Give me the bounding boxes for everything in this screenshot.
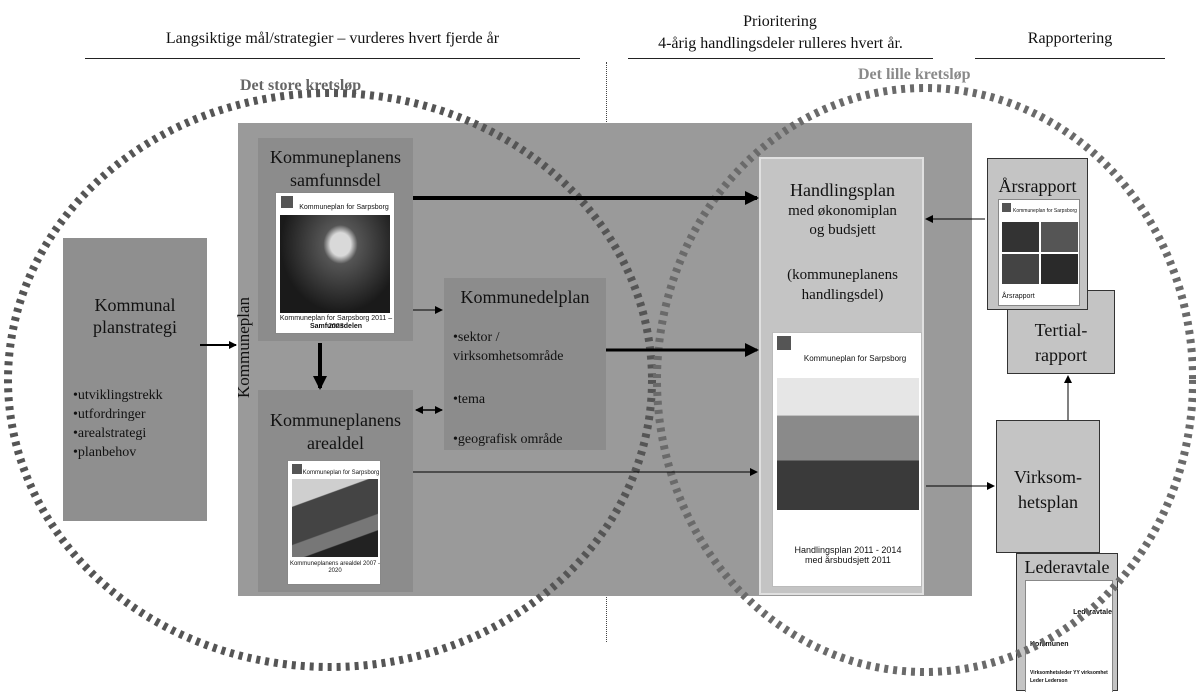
- bullet-item: •arealstrategi: [73, 426, 147, 441]
- handlingsplan-photo: [777, 378, 919, 510]
- tertialrapport-line2: rapport: [1035, 345, 1087, 365]
- handlingsplan-document: Kommuneplan for Sarpsborg Handlingsplan …: [772, 332, 922, 587]
- kommunedelplan-title: Kommunedelplan: [460, 287, 590, 307]
- header-priority-sub: 4-årig handlingsdeler rulleres hvert år.: [658, 35, 903, 52]
- virksomhetsplan-line1: Virksom-: [1014, 467, 1082, 487]
- kommunedelplan-box: Kommunedelplan •sektor / virksomhetsområ…: [444, 278, 606, 450]
- kommunedelplan-item-tema: •tema: [453, 392, 486, 407]
- bullet-item: •planbehov: [73, 445, 137, 460]
- kommunedelplan-item-geo: •geografisk område: [453, 432, 563, 447]
- handlingsplan-line2: med økonomiplan: [788, 203, 897, 219]
- header-reporting: Rapportering: [1027, 30, 1113, 47]
- arealdel-title-2: arealdel: [307, 433, 364, 453]
- handlingsplan-box: Handlingsplan med økonomiplan og budsjet…: [759, 157, 924, 595]
- samfunnsdel-doc-caption-2: Samfunnsdelen: [309, 323, 363, 330]
- samfunnsdel-document: Kommuneplan for Sarpsborg Kommuneplan fo…: [275, 192, 395, 334]
- handlingsplan-line4: (kommuneplanens: [787, 267, 898, 283]
- lederavtale-document: Lederavtale Kommunen Virksomhetsleder YY…: [1025, 580, 1113, 692]
- header-long-term: Langsiktige mål/strategier – vurderes hv…: [165, 30, 500, 47]
- arealdel-title-1: Kommuneplanens: [270, 410, 401, 430]
- samfunnsdel-box: Kommuneplanens samfunnsdel Kommuneplan f…: [258, 138, 413, 341]
- kommunedelplan-item-sector-line1: •sektor /: [453, 330, 500, 345]
- sarpsborg-logo-icon: [777, 336, 791, 350]
- virksomhetsplan-box: Virksom- hetsplan: [996, 420, 1100, 553]
- arealdel-doc-caption: Kommuneplanens arealdel 2007 - 2020: [289, 561, 381, 574]
- planstrategi-box: Kommunal planstrategi •utviklingstrekk •…: [63, 238, 207, 521]
- lederavtale-doc-line1: Lederavtale: [1073, 609, 1112, 616]
- header-reporting-underline: [975, 58, 1165, 59]
- header-priority: Prioritering: [743, 13, 817, 30]
- bullet-item: •utfordringer: [73, 407, 146, 422]
- sarpsborg-logo-icon: [281, 196, 293, 208]
- lederavtale-doc-line3: Virksomhetsleder YY virksomhet: [1030, 670, 1108, 676]
- handlingsplan-doc-caption-2: med årsbudsjett 2011: [805, 555, 891, 565]
- sarpsborg-logo-icon: [1002, 203, 1011, 212]
- lederavtale-box: Lederavtale Lederavtale Kommunen Virksom…: [1016, 553, 1118, 692]
- kommunedelplan-item-sector-line2: virksomhetsområde: [453, 349, 564, 364]
- arsrapport-photo-3: [1002, 254, 1039, 284]
- sarpsborg-logo-icon: [292, 464, 302, 474]
- tertialrapport-line1: Tertial-: [1034, 320, 1088, 340]
- arsrapport-doc-header: Kommuneplan for Sarpsborg: [1013, 208, 1077, 214]
- handlingsplan-line5: handlingsdel): [801, 287, 884, 303]
- planstrategi-title-1: Kommunal: [94, 295, 176, 315]
- handlingsplan-title: Handlingsplan: [790, 180, 895, 200]
- small-cycle-label: Det lille kretsløp: [858, 66, 971, 83]
- header-long-term-underline: [85, 58, 580, 59]
- arsrapport-box: Årsrapport Kommuneplan for Sarpsborg Års…: [987, 158, 1088, 310]
- arealdel-photo: [292, 479, 378, 557]
- arsrapport-photo-4: [1041, 254, 1078, 284]
- arsrapport-title: Årsrapport: [998, 176, 1077, 196]
- bullet-item: •utviklingstrekk: [73, 388, 163, 403]
- handlingsplan-doc-caption: Handlingsplan 2011 - 2014: [794, 545, 902, 555]
- header-priority-underline: [628, 58, 933, 59]
- samfunnsdel-photo: [280, 215, 390, 313]
- virksomhetsplan-line2: hetsplan: [1018, 492, 1078, 512]
- samfunnsdel-title-1: Kommuneplanens: [270, 147, 401, 167]
- arsrapport-photo-2: [1041, 222, 1078, 252]
- planstrategi-title-2: planstrategi: [93, 317, 177, 337]
- samfunnsdel-title-2: samfunnsdel: [290, 170, 381, 190]
- kommuneplan-vertical-label: Kommuneplan: [234, 296, 253, 398]
- arsrapport-document: Kommuneplan for Sarpsborg Årsrapport: [998, 199, 1080, 306]
- kommunedelplan-item-sector: •sektor / virksomhetsområde: [453, 328, 563, 366]
- lederavtale-doc-line4: Leder Lederson: [1030, 678, 1068, 684]
- arealdel-box: Kommuneplanens arealdel Kommuneplan for …: [258, 390, 413, 592]
- planstrategi-bullets: •utviklingstrekk •utfordringer •arealstr…: [73, 386, 163, 462]
- samfunnsdel-doc-header: Kommuneplan for Sarpsborg: [299, 204, 389, 211]
- arealdel-doc-header: Kommuneplan for Sarpsborg: [302, 470, 380, 476]
- arsrapport-photo-1: [1002, 222, 1039, 252]
- big-cycle-label: Det store kretsløp: [240, 77, 362, 94]
- handlingsplan-line3: og budsjett: [809, 222, 876, 238]
- lederavtale-doc-line2: Kommunen: [1030, 641, 1069, 648]
- lederavtale-title: Lederavtale: [1024, 557, 1110, 577]
- arsrapport-doc-caption: Årsrapport: [1002, 293, 1035, 300]
- arealdel-document: Kommuneplan for Sarpsborg Kommuneplanens…: [287, 460, 381, 585]
- handlingsplan-doc-header: Kommuneplan for Sarpsborg: [803, 354, 907, 363]
